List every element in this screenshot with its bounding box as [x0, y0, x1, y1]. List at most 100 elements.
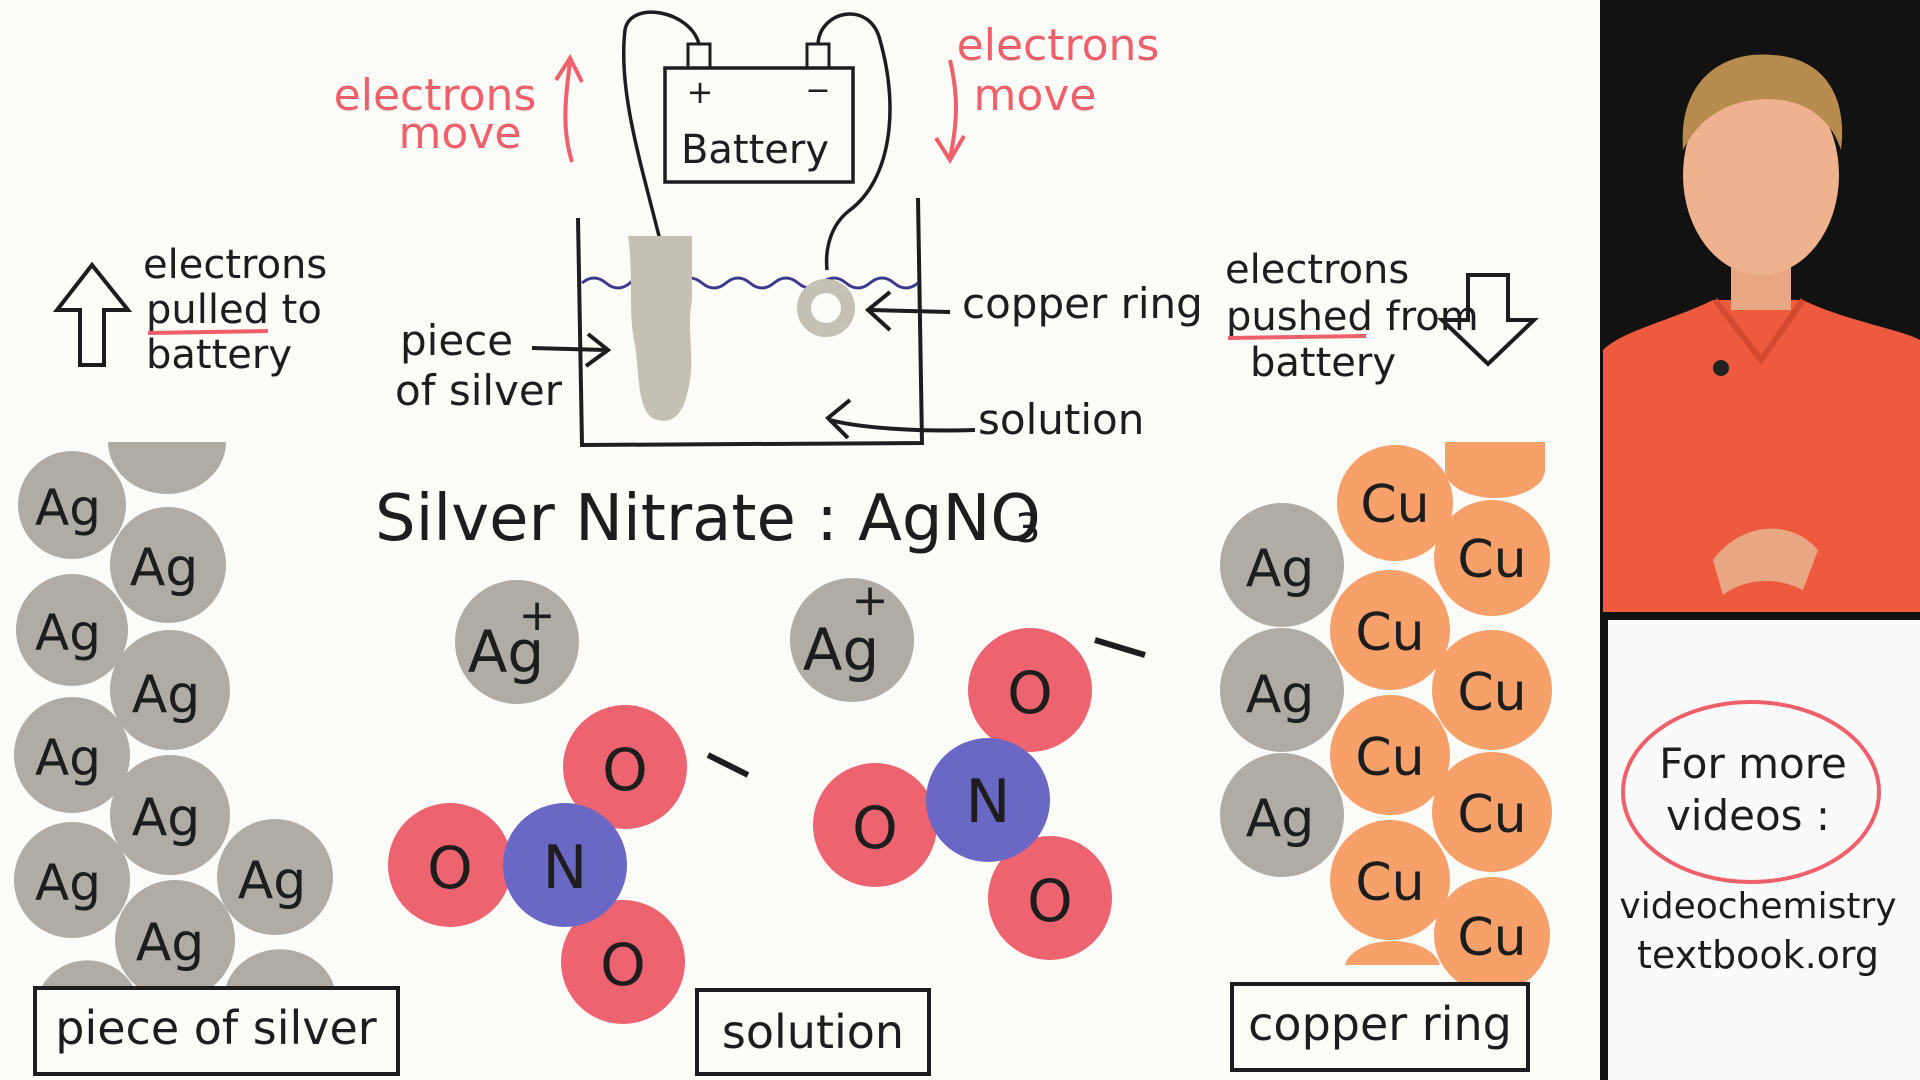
svg-text:Cu: Cu [1355, 728, 1424, 788]
svg-text:Ag: Ag [35, 604, 101, 662]
svg-text:Cu: Cu [1355, 853, 1424, 913]
copper-atom: Cu [1330, 695, 1450, 815]
electrons-move-right-label: electrons move [957, 20, 1160, 121]
promo-card[interactable]: For more videos : videochemistry textboo… [1608, 620, 1920, 1080]
svg-text:battery: battery [1250, 340, 1396, 386]
electrons-move-left-label: electrons move [334, 70, 537, 159]
svg-text:Ag: Ag [1246, 539, 1315, 599]
oxygen-atom: O [561, 900, 685, 1024]
arrow-up-red-icon [554, 53, 584, 163]
oxygen-atom: O [388, 803, 512, 927]
wire-right [816, 12, 892, 271]
nitrate-ion: O O O N [388, 705, 750, 1024]
copper-atom-partial [1345, 941, 1440, 965]
copper-atom: Cu [1434, 500, 1550, 616]
silver-atom-partial [108, 442, 226, 494]
copper-atom: Cu [1337, 445, 1453, 561]
silver-atom: Ag [110, 630, 230, 750]
silver-nitrate-heading: Silver Nitrate : AgNO [375, 482, 1041, 556]
svg-text:solution: solution [722, 1005, 904, 1059]
svg-text:electrons: electrons [957, 20, 1160, 71]
copper-atom: Cu [1434, 877, 1550, 993]
svg-text:+: + [852, 575, 889, 626]
silver-atom: Ag [1220, 503, 1344, 627]
battery-terminal-positive [686, 42, 712, 70]
arrow-right-icon [531, 332, 612, 368]
oxygen-atom: O [813, 763, 937, 887]
svg-text:Ag: Ag [130, 538, 199, 598]
svg-text:Ag: Ag [35, 729, 101, 787]
promo-url-line-1[interactable]: videochemistry [1619, 886, 1896, 927]
presenter-face [1683, 75, 1839, 275]
battery-plus-sign: + [687, 73, 714, 111]
svg-text:Ag: Ag [1246, 789, 1315, 849]
solution-label: solution [978, 395, 1144, 444]
svg-text:Ag: Ag [132, 788, 201, 848]
negative-charge-icon [1094, 637, 1146, 658]
formula-subscript: 3 [1015, 506, 1040, 552]
svg-text:Ag: Ag [132, 665, 201, 725]
battery: + − Battery [663, 42, 855, 184]
copper-atom: Cu [1432, 752, 1552, 872]
silver-atom: Ag [110, 507, 226, 623]
svg-text:piece of silver: piece of silver [55, 1001, 377, 1055]
svg-text:+: + [519, 590, 556, 641]
svg-text:move: move [974, 70, 1097, 121]
copper-lattice: Cu Cu Cu Cu Cu Cu Cu Cu Ag Ag Ag [1220, 442, 1552, 993]
svg-text:O: O [1027, 867, 1073, 935]
curved-arrow-left-icon [825, 398, 976, 440]
promo-line-1: For more [1659, 739, 1847, 788]
svg-text:pulled to: pulled to [146, 287, 322, 333]
nitrogen-atom: N [926, 738, 1050, 862]
silver-atom: Ag [217, 819, 333, 935]
silver-atom: Ag [14, 697, 130, 813]
svg-text:electrons: electrons [143, 242, 327, 288]
piece-of-silver-label: piece of silver [395, 316, 563, 415]
svg-text:Ag: Ag [238, 851, 307, 911]
svg-text:Ag: Ag [136, 913, 205, 973]
promo-url-line-2[interactable]: textbook.org [1637, 933, 1879, 977]
copper-atom: Cu [1330, 570, 1450, 690]
svg-text:electrons: electrons [1225, 247, 1409, 293]
arrow-left-icon [864, 290, 951, 332]
svg-text:O: O [600, 931, 646, 999]
svg-text:electrons: electrons [334, 70, 537, 121]
silver-ion: Ag + [790, 575, 914, 702]
svg-text:Ag: Ag [1246, 665, 1315, 725]
silver-atom-partial [40, 960, 135, 990]
pushed-underline [1227, 334, 1367, 340]
oxygen-atom: O [988, 836, 1112, 960]
svg-text:Ag: Ag [468, 618, 545, 686]
svg-text:Ag: Ag [35, 854, 101, 912]
presenter-video [1603, 0, 1920, 612]
battery-body [663, 66, 855, 184]
presenter-figure [1603, 54, 1920, 612]
electrochemistry-diagram: + − Battery electrons move electrons [14, 10, 1552, 1076]
svg-text:O: O [852, 794, 898, 862]
wire-left [621, 10, 701, 241]
electrons-pulled-label: electrons pulled to battery [143, 242, 327, 378]
svg-text:O: O [1007, 659, 1053, 727]
copper-atom-partial [1445, 442, 1545, 498]
svg-text:O: O [427, 834, 473, 902]
promo-line-2: videos : [1666, 791, 1830, 840]
silver-atom: Ag [110, 755, 230, 875]
nitrogen-atom: N [503, 803, 627, 927]
battery-minus-sign: − [805, 73, 830, 108]
arrow-down-red-icon [934, 59, 966, 164]
svg-text:move: move [399, 108, 522, 159]
silver-atom: Ag [14, 822, 130, 938]
lapel-microphone-icon [1713, 360, 1729, 376]
silver-lattice: Ag Ag Ag Ag Ag Ag Ag Ag Ag [14, 442, 335, 1000]
whiteboard: + − Battery electrons move electrons [0, 0, 1600, 1080]
copper-ring-label: copper ring [962, 279, 1203, 328]
silver-electrode [628, 236, 692, 421]
battery-label: Battery [681, 127, 829, 173]
svg-text:Cu: Cu [1457, 663, 1526, 723]
svg-text:of silver: of silver [395, 366, 563, 415]
oxygen-atom: O [968, 628, 1092, 752]
copper-atom: Cu [1432, 630, 1552, 750]
nitrate-ion: O O O N [813, 628, 1146, 960]
silver-atom: Ag [16, 574, 128, 686]
